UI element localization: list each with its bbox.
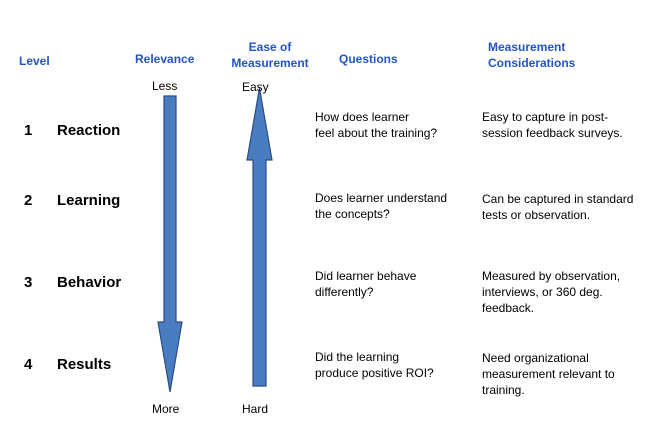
relevance-top-label: Less [152, 79, 178, 93]
level-2-name: Learning [57, 192, 121, 209]
level-2-question: Does learner understand the concepts? [315, 191, 448, 221]
level-3-measurement: Measured by observation, interviews, or … [482, 269, 621, 315]
level-4-number: 4 [24, 356, 33, 373]
level-4-question: Did the learning produce positive ROI? [315, 350, 434, 380]
ease-up-arrow [246, 87, 273, 387]
ease-top-label: Easy [242, 80, 269, 94]
level-1-name: Reaction [57, 122, 121, 139]
relevance-bottom-label: More [152, 402, 180, 416]
relevance-down-arrow [157, 95, 183, 393]
level-4-measurement: Need organizational measurement relevant… [482, 351, 615, 397]
level-3-question: Did learner behave differently? [315, 269, 417, 299]
level-1-question: How does learner feel about the training… [315, 110, 438, 140]
level-1-number: 1 [24, 122, 33, 139]
header-level: Level [19, 54, 50, 68]
header-measurement-considerations: Measurement Considerations [488, 40, 576, 70]
header-ease-of-measurement: Ease of Measurement [231, 40, 309, 70]
header-relevance: Relevance [135, 52, 195, 66]
level-2-measurement: Can be captured in standard tests or obs… [482, 192, 634, 222]
level-3-number: 3 [24, 274, 33, 291]
level-2-number: 2 [24, 192, 33, 209]
header-questions: Questions [339, 52, 398, 66]
level-4-name: Results [57, 356, 112, 373]
level-3-name: Behavior [57, 274, 122, 291]
level-1-measurement: Easy to capture in post- session feedbac… [482, 110, 623, 140]
ease-bottom-label: Hard [242, 402, 269, 416]
